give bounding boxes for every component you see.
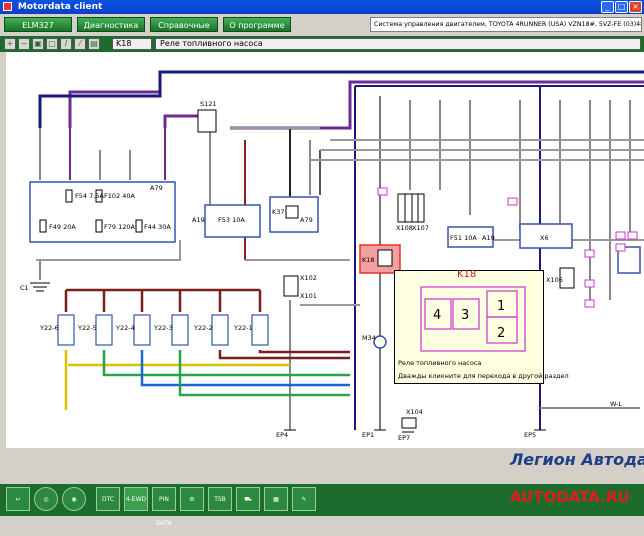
search-icon[interactable]: ◉ xyxy=(62,487,86,511)
pencil-icon[interactable]: / xyxy=(60,38,72,50)
diagram-toolbar: + − ▣ ▢ / ⁄ ▤ K18 Реле топливного насоса xyxy=(0,36,644,52)
line-icon[interactable]: ⁄ xyxy=(74,38,86,50)
label-x6: X6 xyxy=(540,234,549,242)
label-x101: X101 xyxy=(300,292,317,300)
pin-1: 1 xyxy=(497,299,505,314)
brand-logo: Легион Автодата xyxy=(510,450,644,469)
label-k37: K37 xyxy=(272,208,285,216)
connector-x108 xyxy=(397,193,425,223)
label-a79b: A79 xyxy=(300,216,313,224)
label-y22-3: Y22-3 xyxy=(153,324,173,332)
fuse-box-a19 xyxy=(204,204,261,238)
globe-icon[interactable]: ◎ xyxy=(34,487,58,511)
ewd-button[interactable]: 4-EWD xyxy=(124,487,148,511)
label-c1: C1 xyxy=(20,284,29,292)
label-m34: M34 xyxy=(362,334,376,342)
label-y22-6: Y22-6 xyxy=(39,324,59,332)
label-f53: F53 10A xyxy=(218,216,245,224)
tab-about[interactable]: О программе xyxy=(223,17,291,32)
zoom-out-icon[interactable]: − xyxy=(18,38,30,50)
connector-x106 xyxy=(559,267,575,289)
label-f54: F54 7,5A xyxy=(75,192,104,200)
switch-s121 xyxy=(197,109,217,133)
label-f44: F44 30A xyxy=(144,223,171,231)
label-y22-1: Y22-1 xyxy=(233,324,253,332)
pin-2: 2 xyxy=(497,326,505,341)
tab-bar: ELM327 Диагностика Справочные данные О п… xyxy=(0,14,644,45)
label-x102: X102 xyxy=(300,274,317,282)
component-tooltip: K18 4 3 1 2 Реле топливного насоса Дважд… xyxy=(394,269,569,384)
component-code-field: K18 xyxy=(112,38,152,50)
label-y22-5: Y22-5 xyxy=(77,324,97,332)
component-location-icon[interactable]: ▦ xyxy=(264,487,288,511)
system-info: Система управления двигателем, TOYOTA 4R… xyxy=(370,17,642,32)
close-button[interactable]: × xyxy=(629,1,642,13)
engine-icon[interactable]: ⚙ xyxy=(180,487,204,511)
tools-icon[interactable]: ✎ xyxy=(292,487,316,511)
label-ep7: EP7 xyxy=(398,434,410,442)
pin-layout: 4 3 1 2 xyxy=(420,286,526,352)
label-x106: X106 xyxy=(546,276,563,284)
label-wl: W-L xyxy=(610,400,623,408)
label-x104: X104 xyxy=(406,408,423,416)
pin-3: 3 xyxy=(461,308,469,323)
select-icon[interactable]: ▢ xyxy=(46,38,58,50)
window-title: Motordata client xyxy=(17,2,103,12)
tooltip-code: K18 xyxy=(457,269,477,280)
print-icon[interactable]: ▤ xyxy=(88,38,100,50)
label-y22-4: Y22-4 xyxy=(115,324,135,332)
pin-data-button[interactable]: PIN DATA xyxy=(152,487,176,527)
label-a19b: A19 xyxy=(482,234,495,242)
tooltip-name: Реле топливного насоса xyxy=(398,359,482,367)
back-icon[interactable]: ↩ xyxy=(6,487,30,511)
bottom-toolbar: ↩ ◎ ◉ DTC 4-EWD PIN DATA ⚙ TSB ⛟ ▦ ✎ AUT… xyxy=(0,484,644,527)
label-k18: K18 xyxy=(362,256,375,264)
tab-elm327[interactable]: ELM327 xyxy=(4,17,72,32)
tsb-button[interactable]: TSB xyxy=(208,487,232,511)
motor-m34 xyxy=(373,335,387,349)
label-a79: A79 xyxy=(150,184,163,192)
label-f102: F102 40A xyxy=(104,192,135,200)
car-icon[interactable]: ⛟ xyxy=(236,487,260,511)
label-ep5: EP5 xyxy=(524,431,536,439)
zoom-in-icon[interactable]: + xyxy=(4,38,16,50)
dtc-button[interactable]: DTC xyxy=(96,487,120,511)
pin-4: 4 xyxy=(433,308,441,323)
fuse-box-a19-right xyxy=(447,226,494,248)
box-x6 xyxy=(519,223,573,249)
window-titlebar: Motordata client _ □ × xyxy=(0,0,644,14)
label-x108: X108 xyxy=(396,224,413,232)
label-x107: X107 xyxy=(412,224,429,232)
maximize-button[interactable]: □ xyxy=(615,1,628,13)
tab-reference-data[interactable]: Справочные данные xyxy=(150,17,218,45)
tab-diagnostics[interactable]: Диагностика xyxy=(77,17,145,32)
label-a19: A19 xyxy=(192,216,205,224)
app-icon xyxy=(3,2,12,11)
label-f51: F51 10A xyxy=(450,234,477,242)
label-f49: F49 20A xyxy=(49,223,76,231)
tooltip-hint: Дважды кликните для перехода в другой ра… xyxy=(398,372,569,380)
minimize-button[interactable]: _ xyxy=(601,1,614,13)
wiring-diagram: S121 A79 A19 K37 A79 K18 X108 X107 A19 X… xyxy=(20,70,644,442)
label-ep1: EP1 xyxy=(362,431,374,439)
label-f79: F79 120A xyxy=(104,223,135,231)
autodata-site: AUTODATA.RU xyxy=(510,488,630,506)
label-s121: S121 xyxy=(200,100,217,108)
connector-x102 xyxy=(283,275,299,297)
label-y22-2: Y22-2 xyxy=(193,324,213,332)
wiring-diagram-canvas[interactable]: S121 A79 A19 K37 A79 K18 X108 X107 A19 X… xyxy=(6,52,644,448)
component-name-field: Реле топливного насоса xyxy=(155,38,641,50)
fit-icon[interactable]: ▣ xyxy=(32,38,44,50)
label-ep4: EP4 xyxy=(276,431,288,439)
